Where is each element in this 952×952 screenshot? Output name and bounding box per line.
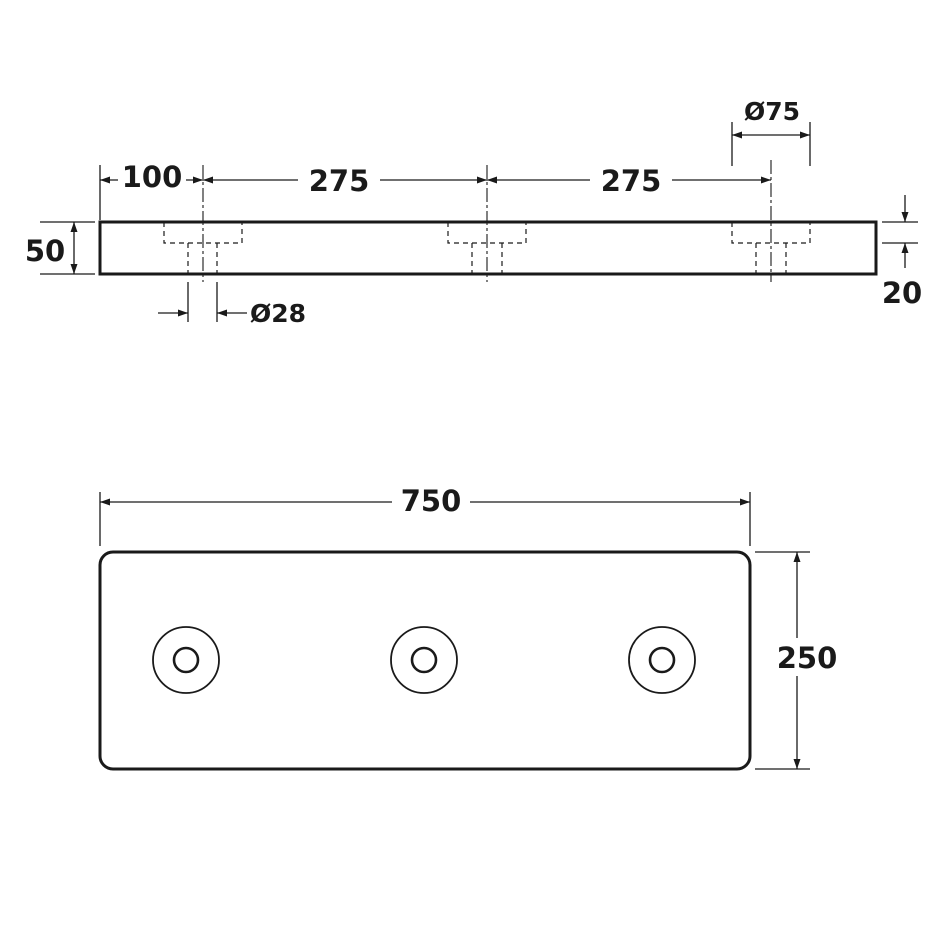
dim-length — [99, 482, 751, 546]
arrow-100-right — [193, 176, 203, 184]
arrow-100-left — [100, 176, 110, 184]
extension-lines — [40, 122, 918, 322]
dim-length-label: 750 — [401, 484, 462, 518]
dim-counterbore-dia-label: Ø75 — [744, 97, 800, 126]
dim-spacing-1-label: 275 — [309, 164, 370, 198]
dim-hole-dia-label: Ø28 — [250, 299, 306, 328]
counterbore-center-circle — [390, 626, 458, 694]
dim-width-label: 250 — [777, 641, 838, 675]
dim-thickness-label: 50 — [25, 234, 65, 268]
hole-center — [390, 626, 458, 694]
through-hole-left-circle — [172, 646, 200, 674]
side-view: 100 275 275 Ø75 Ø28 50 — [25, 97, 922, 328]
dim-thickness — [70, 222, 78, 274]
dim-spacing-2-label: 275 — [601, 164, 662, 198]
counterbore-right-circle — [628, 626, 696, 694]
arrow-275a-left — [203, 176, 213, 184]
hidden-counterbore-left — [163, 222, 243, 244]
center-lines — [202, 160, 772, 282]
hidden-counterbore-right — [731, 222, 811, 244]
arrow-275b-right — [761, 176, 771, 184]
top-view: 750 250 — [98, 482, 840, 771]
dim-hole-dia — [158, 309, 247, 317]
dim-counterbore-depth-label: 20 — [882, 276, 922, 310]
hole-right — [628, 626, 696, 694]
dim-counterbore-depth — [901, 195, 909, 268]
counterbore-left-circle — [152, 626, 220, 694]
hidden-counterbore-center — [447, 222, 527, 244]
arrow-275a-right — [477, 176, 487, 184]
dim-counterbore-dia — [732, 131, 810, 139]
dim-edge-offset-label: 100 — [122, 160, 183, 194]
horizontal-dimension-line — [100, 160, 771, 198]
through-hole-right-circle — [648, 646, 676, 674]
dim-width — [755, 551, 840, 770]
through-hole-center-circle — [410, 646, 438, 674]
arrow-275b-left — [487, 176, 497, 184]
hole-left — [152, 626, 220, 694]
hidden-holes — [163, 222, 811, 274]
side-view-plate-outline — [98, 220, 878, 276]
top-view-plate-outline — [98, 550, 752, 771]
